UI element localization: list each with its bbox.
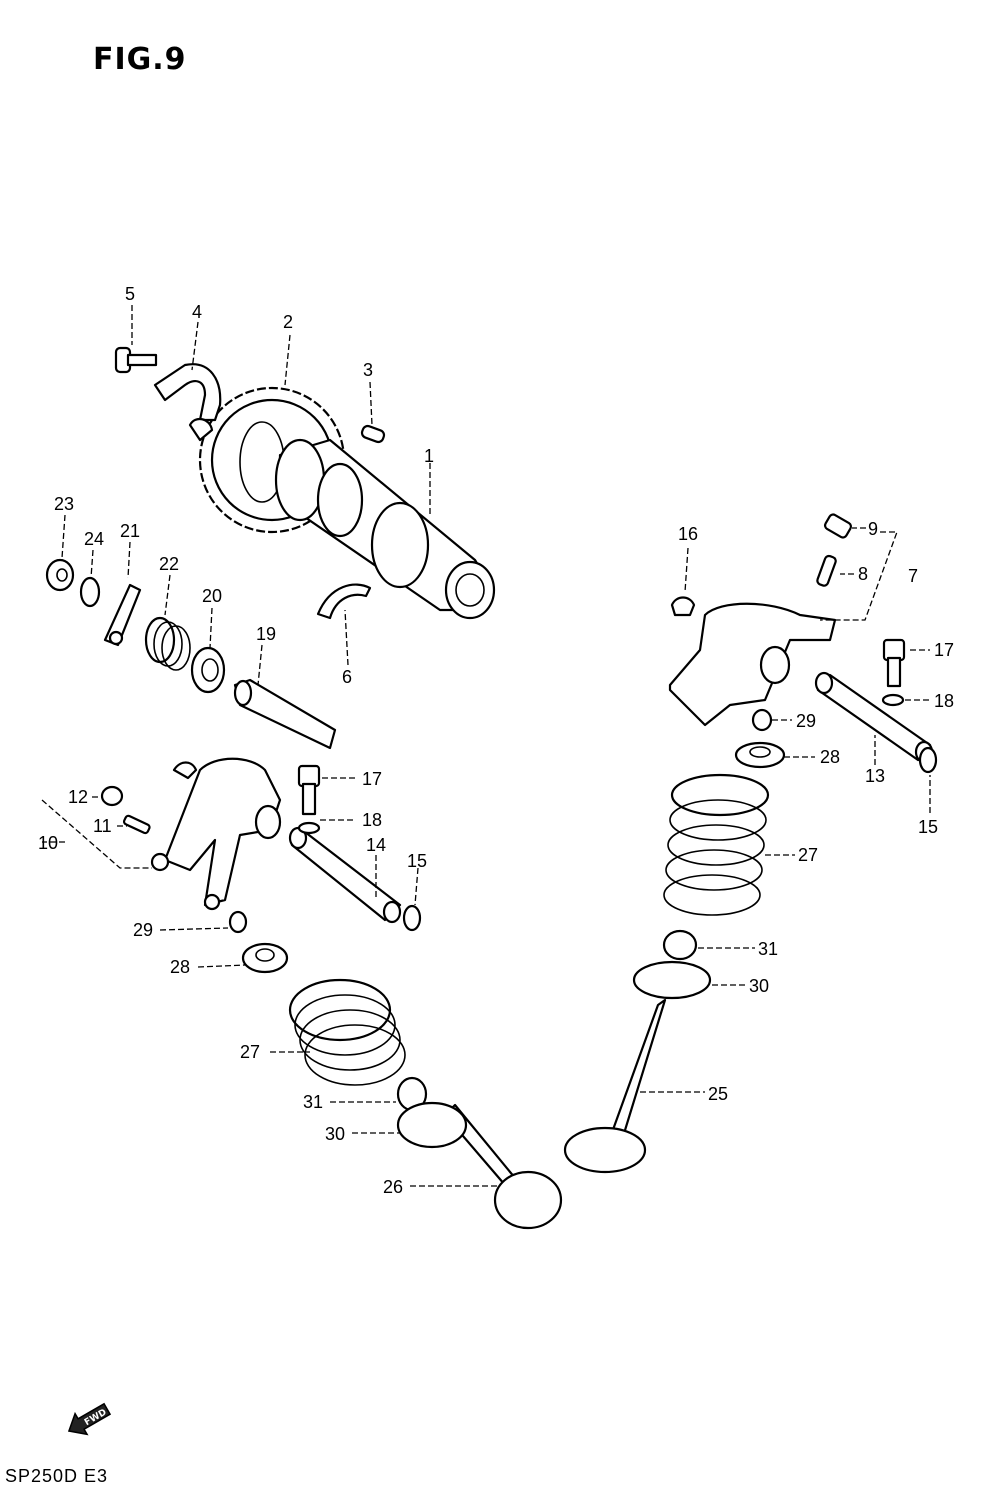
callout-24: 24 [84, 529, 104, 549]
callout-28-left: 28 [170, 957, 190, 977]
part-rocker-arm-right [668, 596, 837, 727]
callout-17-right: 17 [934, 640, 954, 660]
part-bearing-20 [190, 646, 226, 694]
callout-4: 4 [192, 302, 202, 322]
part-ring-6 [316, 583, 372, 620]
part-seat-30-left [396, 1101, 468, 1149]
part-seal-31-right [662, 929, 698, 961]
callout-31-left: 31 [303, 1092, 323, 1112]
callout-2: 2 [283, 312, 293, 332]
diagram-model-code: SP250D E3 [5, 1466, 109, 1486]
callout-16: 16 [678, 524, 698, 544]
part-washer-24 [79, 576, 101, 608]
part-bolt-17-left [297, 764, 321, 816]
callout-18-right: 18 [934, 691, 954, 711]
callout-26: 26 [383, 1177, 403, 1197]
callout-29-right: 29 [796, 711, 816, 731]
part-retainer-28-right [734, 741, 786, 769]
part-cotter-29-right [751, 708, 773, 732]
callout-5: 5 [125, 284, 135, 304]
callout-17-left: 17 [362, 769, 382, 789]
forward-arrow-icon: FWD [67, 1402, 112, 1436]
callout-15-left: 15 [407, 851, 427, 871]
callout-15-right: 15 [918, 817, 938, 837]
part-bolt-5 [114, 346, 158, 374]
part-washer-18-left [297, 821, 321, 835]
part-cotter-29-left [228, 910, 248, 934]
part-washer-18-right [881, 693, 905, 707]
figure-title: FIG.9 [93, 42, 187, 77]
callout-27-left: 27 [240, 1042, 260, 1062]
part-seat-30-right [632, 960, 712, 1000]
part-nut-12 [100, 785, 124, 807]
part-nut-9 [823, 513, 853, 539]
callout-31-right: 31 [758, 939, 778, 959]
part-retainer-28-left [241, 942, 289, 974]
callout-20: 20 [202, 586, 222, 606]
callout-13: 13 [865, 766, 885, 786]
callout-27-right: 27 [798, 845, 818, 865]
part-valve-spring-27-left [288, 978, 406, 1086]
callout-labels: 1 2 3 4 5 6 7 8 9 10 11 12 13 14 15 15 1… [38, 284, 954, 1197]
part-valve-spring-27-right [663, 773, 770, 916]
callout-3: 3 [363, 360, 373, 380]
part-bolt-17-right [882, 638, 906, 688]
callout-25: 25 [708, 1084, 728, 1104]
part-nut-23 [45, 558, 75, 592]
part-rocker-arm-left [150, 757, 282, 911]
callout-30-left: 30 [325, 1124, 345, 1144]
leader-lines [41, 305, 931, 1187]
callout-23: 23 [54, 494, 74, 514]
part-ring-15-left [402, 904, 422, 932]
part-dowel-pin [360, 424, 386, 444]
part-valve-25 [563, 998, 667, 1174]
part-shaft-19 [233, 678, 337, 750]
callout-1: 1 [424, 446, 434, 466]
callout-29-left: 29 [133, 920, 153, 940]
callout-7: 7 [908, 566, 918, 586]
callout-30-right: 30 [749, 976, 769, 996]
part-ring-15-right [918, 746, 938, 774]
callout-12: 12 [68, 787, 88, 807]
callout-14: 14 [366, 835, 386, 855]
callout-6: 6 [342, 667, 352, 687]
callout-8: 8 [858, 564, 868, 584]
part-camshaft [274, 438, 496, 620]
callout-11: 11 [93, 816, 112, 836]
part-decomp-lever [153, 363, 222, 442]
part-lever-21 [103, 583, 142, 647]
callout-18-left: 18 [362, 810, 382, 830]
part-rocker-shaft-left [288, 826, 402, 924]
callout-19: 19 [256, 624, 276, 644]
callout-22: 22 [159, 554, 179, 574]
part-spring-22 [144, 616, 191, 671]
callout-9: 9 [868, 519, 878, 539]
callout-21: 21 [120, 521, 140, 541]
callout-28-right: 28 [820, 747, 840, 767]
callout-10: 10 [38, 833, 58, 853]
part-screw-11 [122, 814, 151, 835]
part-screw-8 [816, 554, 837, 587]
